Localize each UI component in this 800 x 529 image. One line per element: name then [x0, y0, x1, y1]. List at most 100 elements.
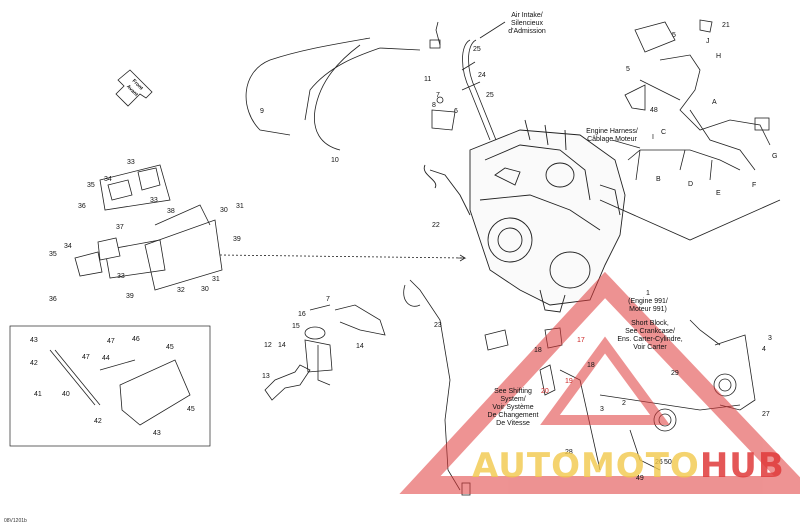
part-number: 9 [260, 108, 264, 115]
part-number: 45 [187, 406, 195, 413]
front-arrow-icon [115, 69, 153, 107]
part-number: 19 [565, 378, 573, 385]
part-number: 45 [166, 344, 174, 351]
part-number: 4 [762, 346, 766, 353]
part-number: 10 [331, 157, 339, 164]
part-number: 7 [326, 296, 330, 303]
part-number: 25 [473, 46, 481, 53]
part-number: 48 [650, 107, 658, 114]
part-number: 25 [486, 92, 494, 99]
part-number: 3 [768, 335, 772, 342]
part-number: 12 [264, 342, 272, 349]
part-number: 13 [262, 373, 270, 380]
callout-line: Short Block, [631, 320, 669, 327]
part-number: 40 [62, 391, 70, 398]
watermark-logo [399, 271, 800, 494]
callout-line: Moteur 991) [629, 306, 667, 313]
connector-label: D [688, 181, 694, 188]
part-number: 31 [236, 203, 244, 210]
part-number: 35 [49, 251, 57, 258]
part-number: 8 [432, 102, 436, 109]
part-number: 23 [434, 322, 442, 329]
part-number: 35 [87, 182, 95, 189]
callout-line: 1 [646, 290, 650, 297]
part-number: 41 [34, 391, 42, 398]
part-number: 47 [82, 354, 90, 361]
part-number: 22 [432, 222, 440, 229]
callout-line: Engine Harness/ [586, 128, 638, 135]
part-number: 30 [220, 207, 228, 214]
part-number: 42 [30, 360, 38, 367]
connector-label: A [712, 99, 717, 106]
connector-label: H [716, 53, 722, 60]
connector-label: I [652, 134, 654, 141]
callout-line: Ens. Carter-Cylindre, [617, 336, 683, 343]
part-number: 14 [356, 343, 364, 350]
part-number: 14 [278, 342, 286, 349]
part-number: 43 [30, 337, 38, 344]
short-block-callout: Short Block, See Crankcase/ Ens. Carter-… [617, 320, 682, 352]
callout-line: Voir Carter [633, 344, 667, 351]
part-number: 42 [94, 418, 102, 425]
part-number: 39 [233, 236, 241, 243]
part-number: 16 [298, 311, 306, 318]
part-number: 36 [78, 203, 86, 210]
part-number: 18 [534, 347, 542, 354]
part-number: 27 [762, 411, 770, 418]
callout-line: See Shifting [494, 388, 532, 395]
part-number: 33 [127, 159, 135, 166]
part-number: 47 [107, 338, 115, 345]
part-number: 32 [177, 287, 185, 294]
part-number: 2 [622, 400, 626, 407]
part-number: 5 [626, 66, 630, 73]
part-number: 43 [153, 430, 161, 437]
part-number: 30 [201, 286, 209, 293]
callout-line: System/ [500, 396, 526, 403]
shifting-callout: See Shifting System/ Voir Système De Cha… [488, 388, 539, 428]
air-intake-callout: Air Intake/ Silencieux d'Admission [508, 12, 546, 36]
part-number: 7 [436, 92, 440, 99]
part-number: 34 [104, 176, 112, 183]
callout-line: Câblage Moteur [587, 136, 637, 143]
callout-line: Air Intake/ [511, 12, 543, 19]
engine-ref-callout: 1 (Engine 991/ Moteur 991) [628, 290, 668, 314]
part-number: 46 [132, 336, 140, 343]
part-number: 5 [672, 32, 676, 39]
part-number: 38 [167, 208, 175, 215]
callout-line: De Changement [487, 412, 539, 419]
connector-label: G [772, 153, 778, 160]
callout-line: De Vitesse [496, 420, 530, 427]
part-number: 39 [126, 293, 134, 300]
figure-code: 08V1201b [4, 518, 27, 524]
watermark-left: AUTOMOTO [472, 446, 700, 486]
part-number: 50 [664, 459, 672, 466]
part-number: 31 [212, 276, 220, 283]
connector-label: F [752, 182, 757, 189]
part-number: 36 [49, 296, 57, 303]
callout-line: d'Admission [508, 28, 546, 35]
part-number: 18 [587, 362, 595, 369]
watermark-text: AUTOMOTOHUB [472, 446, 785, 486]
part-number: 11 [424, 76, 432, 83]
part-number: 28 [565, 449, 573, 456]
part-number: 6 [454, 108, 458, 115]
connector-label: E [716, 190, 721, 197]
part-number: 20 [541, 388, 549, 395]
connector-label: J [706, 38, 710, 45]
connector-label: C [661, 129, 667, 136]
callout-line: See Crankcase/ [625, 328, 675, 335]
part-number: 21 [722, 22, 730, 29]
callout-line: (Engine 991/ [628, 298, 668, 305]
callout-line: Silencieux [511, 20, 543, 27]
part-number: 33 [117, 273, 125, 280]
part-number: 3 [600, 406, 604, 413]
part-number: 37 [116, 224, 124, 231]
watermark-right: HUB [699, 446, 785, 486]
part-number: 34 [64, 243, 72, 250]
part-number: 49 [636, 475, 644, 482]
part-number: 29 [671, 370, 679, 377]
part-number: 44 [102, 355, 110, 362]
part-number: 17 [577, 337, 585, 344]
part-number: 24 [478, 72, 486, 79]
